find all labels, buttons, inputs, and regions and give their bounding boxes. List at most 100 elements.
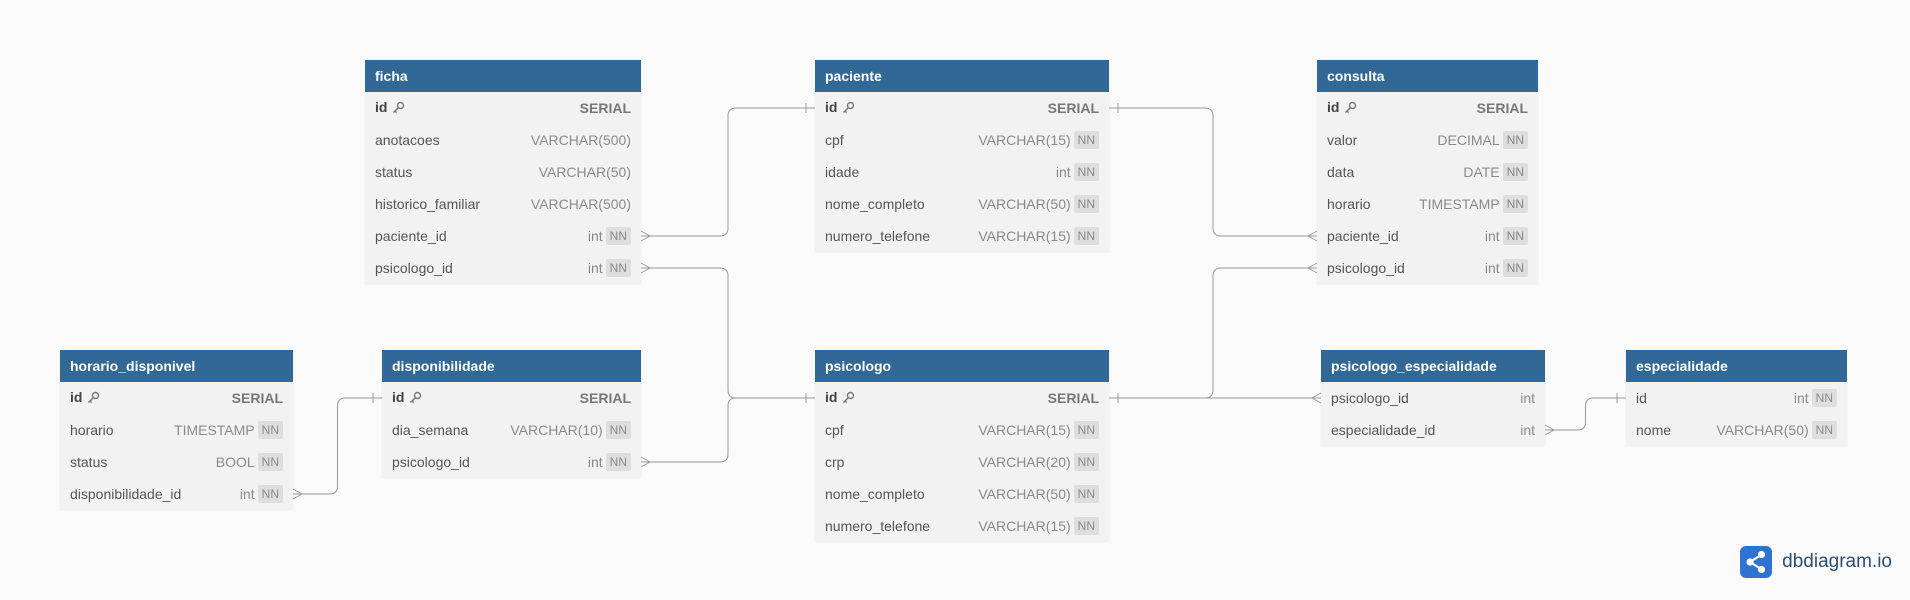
field-name: crp [825, 454, 845, 470]
many-marker [1306, 230, 1318, 242]
not-null-badge: NN [605, 259, 631, 277]
many-marker [640, 230, 652, 242]
table-header[interactable]: psicologo_especialidade [1321, 350, 1545, 382]
field-name: nome [1636, 422, 1672, 438]
field-type: SERIAL [579, 100, 631, 116]
table-disponibilidade[interactable]: disponibilidade id SERIAL dia_semana VARCHAR… [382, 350, 641, 478]
field-name: numero_telefone [825, 228, 931, 244]
field-name: id [392, 389, 405, 405]
not-null-badge: NN [1502, 131, 1528, 149]
field-type: VARCHAR(15) [978, 518, 1071, 534]
field-type: SERIAL [231, 390, 283, 406]
table-header[interactable]: ficha [365, 60, 641, 92]
not-null-badge: NN [257, 453, 283, 471]
not-null-badge: NN [1502, 227, 1528, 245]
field-type: VARCHAR(10) [510, 422, 603, 438]
field-name: status [70, 454, 108, 470]
field-name: numero_telefone [825, 518, 931, 534]
field-type: VARCHAR(50) [538, 164, 631, 180]
not-null-badge: NN [1073, 485, 1099, 503]
field-row[interactable]: nome VARCHAR(50)NN [1626, 414, 1847, 446]
field-name: id [375, 99, 388, 115]
field-row[interactable]: numero_telefone VARCHAR(15)NN [815, 510, 1109, 542]
field-type: SERIAL [579, 390, 631, 406]
relationship-line [293, 397, 382, 495]
field-name: dia_semana [392, 422, 469, 438]
many-marker [1306, 262, 1318, 274]
relationship-line [641, 267, 815, 399]
not-null-badge: NN [1073, 227, 1099, 245]
key-icon [842, 101, 855, 117]
field-row[interactable]: id SERIAL [365, 92, 641, 124]
table-header[interactable]: consulta [1317, 60, 1538, 92]
not-null-badge: NN [1502, 163, 1528, 181]
field-type: int [1484, 228, 1500, 244]
field-type: int [587, 260, 603, 276]
field-type: SERIAL [1047, 390, 1099, 406]
field-row[interactable]: id SERIAL [815, 382, 1109, 414]
field-name: paciente_id [375, 228, 447, 244]
field-type: TIMESTAMP [174, 422, 255, 438]
field-name: idade [825, 164, 860, 180]
many-marker [1544, 424, 1556, 436]
not-null-badge: NN [1811, 421, 1837, 439]
field-type: VARCHAR(50) [1716, 422, 1809, 438]
field-row[interactable]: id SERIAL [382, 382, 641, 414]
key-icon [87, 391, 100, 407]
many-marker [292, 488, 304, 500]
table-header[interactable]: horario_disponivel [60, 350, 293, 382]
table-header[interactable]: psicologo [815, 350, 1109, 382]
field-type: VARCHAR(50) [978, 486, 1071, 502]
brand-logo[interactable]: dbdiagram.io [1740, 546, 1892, 578]
not-null-badge: NN [1073, 517, 1099, 535]
table-header[interactable]: disponibilidade [382, 350, 641, 382]
field-name: id [825, 389, 838, 405]
relationship-line [1109, 267, 1317, 399]
table-header[interactable]: especialidade [1626, 350, 1847, 382]
field-type: DATE [1463, 164, 1500, 180]
field-type: int [1520, 422, 1535, 438]
field-name: anotacoes [375, 132, 440, 148]
field-type: int [1484, 260, 1500, 276]
key-icon [392, 101, 405, 117]
table-header[interactable]: paciente [815, 60, 1109, 92]
not-null-badge: NN [1073, 453, 1099, 471]
